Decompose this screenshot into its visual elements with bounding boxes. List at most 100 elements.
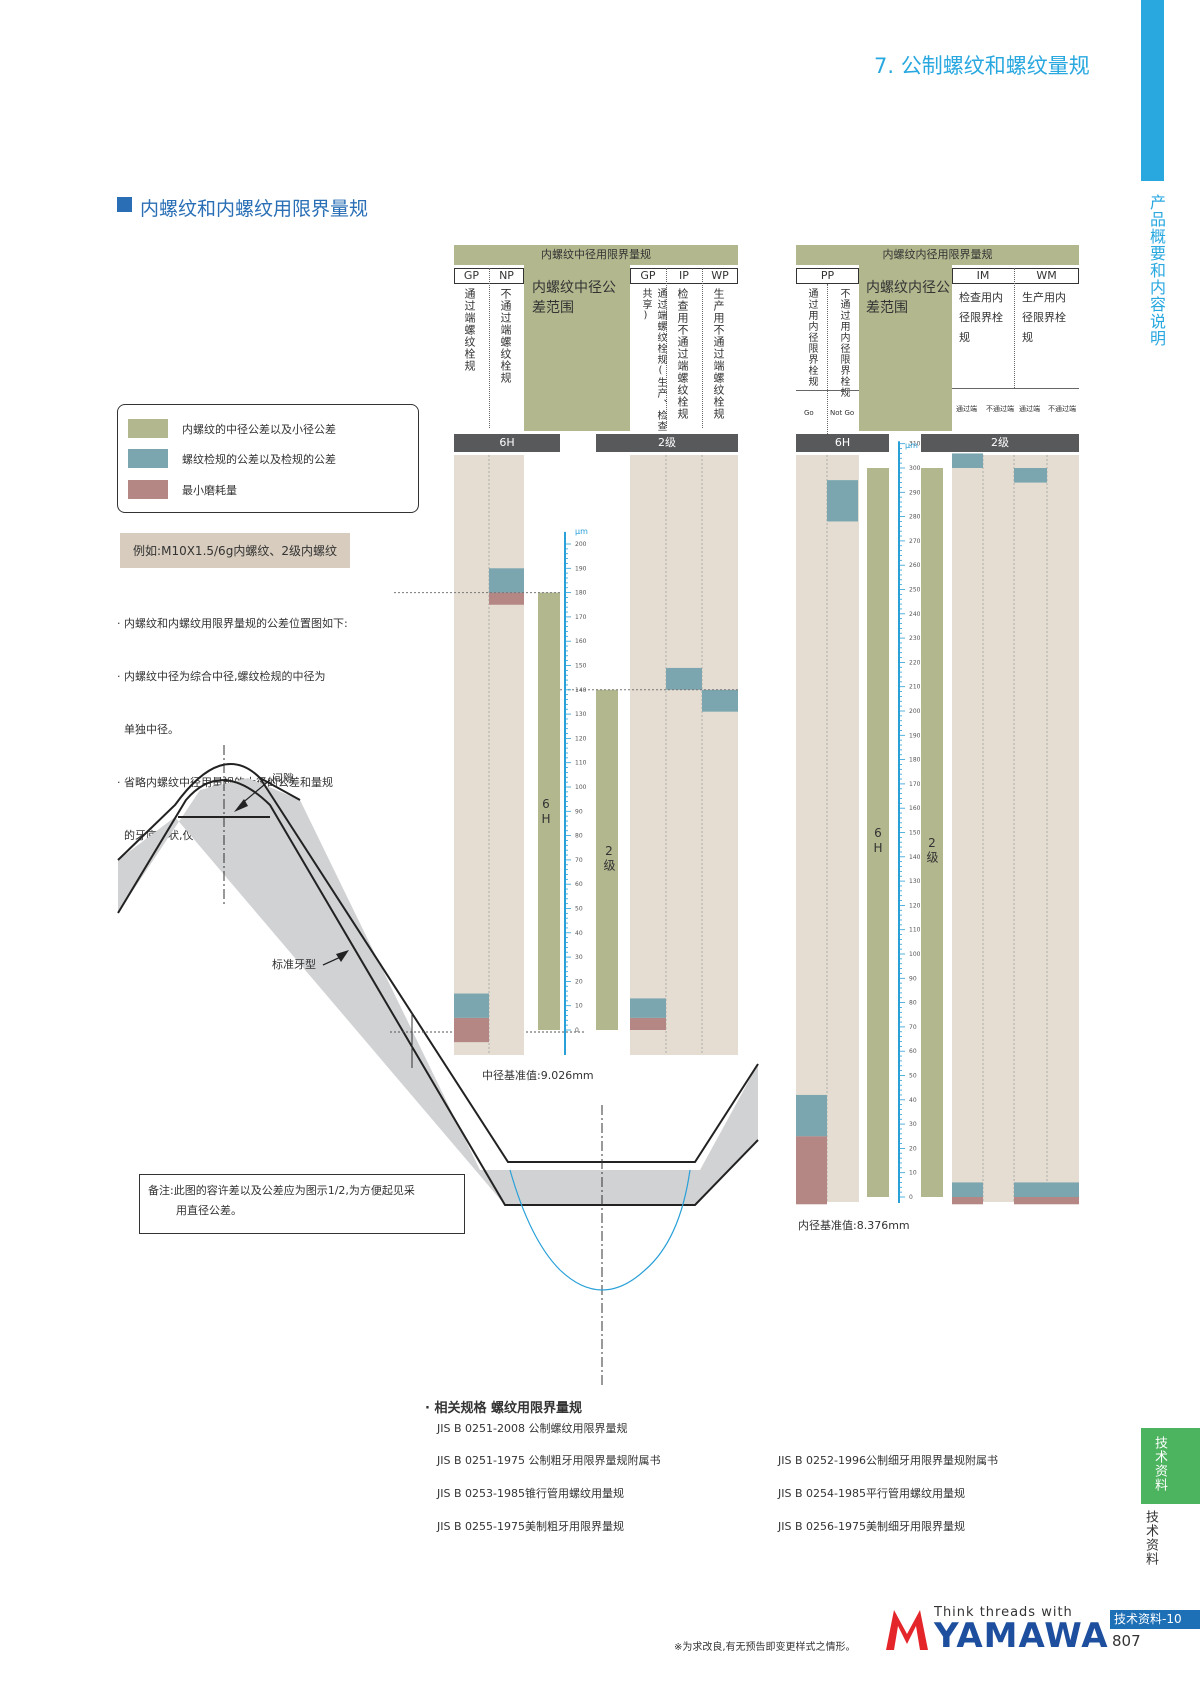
note-line: · 内螺纹中径为综合中径,螺纹检规的中径为 [117, 670, 326, 683]
chart2-bar1-label: 6H [871, 826, 885, 856]
chart2-tick-label: 50 [909, 1073, 917, 1080]
chart1-tick-label: 130 [575, 711, 587, 718]
remark-line1: 备注:此图的容许差以及公差应为图示1/2,为方便起见采 [148, 1184, 415, 1197]
chart2-bar2-label: 2级 [925, 836, 939, 864]
chart1-tick-label: 80 [575, 833, 583, 840]
chart2-tick-label: 220 [909, 659, 921, 666]
chart1-tick-label: 30 [575, 954, 583, 961]
chart2-notgo-desc: 不通过用内径限界栓规 [838, 288, 849, 398]
chart2-tick-label: 140 [909, 854, 921, 861]
chart2-tick-label: 250 [909, 587, 921, 594]
chart2-tick-label: 310 [909, 441, 921, 448]
chart2-wm-notgo: 不通过端 [1048, 405, 1076, 413]
chart2-divider [827, 284, 828, 434]
standard-right-2: JIS B 0256-1975美制细牙用限界量规 [778, 1520, 965, 1533]
chart2-im-notgo [952, 453, 983, 468]
chart2-im-go [952, 1182, 983, 1197]
section-title: 内螺纹和内螺纹用限界量规 [140, 198, 369, 220]
chart2-tick-label: 40 [909, 1097, 917, 1104]
chart2-tick-label: 150 [909, 830, 921, 837]
chart2-pp: PP [820, 269, 835, 282]
chart1-tick-label: 150 [575, 663, 587, 670]
legend-item-pitch: 内螺纹的中径公差以及小径公差 [128, 419, 336, 438]
chart2-range-label: 内螺纹内径公差范围 [866, 280, 950, 316]
footer-brand: YAMAWA [934, 1616, 1109, 1656]
chart1-tick-label: 200 [575, 541, 587, 548]
thread-outer-flank [117, 779, 759, 1206]
chart2-divider2 [1014, 268, 1015, 388]
thread-band [118, 778, 758, 1205]
chart1-base-label: 中径基准值:9.026mm [482, 1069, 594, 1082]
gap-label: 间隙 [272, 772, 294, 785]
chart2-wm-go-tol [1014, 1182, 1047, 1197]
chart2-tick-label: 240 [909, 611, 921, 618]
chart1-tick-label: 140 [575, 687, 587, 694]
chart2-im: IM [976, 269, 990, 282]
gap-arrow-icon [234, 799, 248, 812]
chart1-wp-tol [702, 689, 738, 712]
chart1-bar1-label: 6H [539, 797, 553, 827]
chapter-text: 公制螺纹和螺纹量规 [900, 54, 1090, 78]
chart1-divider3 [702, 268, 703, 428]
example-label: 例如:M10X1.5/6g内螺纹、2级内螺纹 [120, 533, 350, 568]
chart2-tick-label: 70 [909, 1024, 917, 1031]
chart1-ip-tol [666, 667, 702, 690]
yamawa-logo-icon [886, 1610, 928, 1650]
footer-tagline: Think threads with [934, 1605, 1073, 1620]
chart2-go-line [796, 390, 859, 391]
chart2-tick-label: 180 [909, 757, 921, 764]
chart2-tick-label: 300 [909, 465, 921, 472]
chart2-group-6h: 6H [796, 434, 889, 452]
profile-label: 标准牙型 [272, 958, 316, 971]
chart2-tick-label: 30 [909, 1121, 917, 1128]
chart1-range-label: 内螺纹中径公差范围 [532, 280, 616, 316]
chart2-wm-go [1047, 1182, 1079, 1197]
chart1-range-box [524, 265, 630, 431]
chart2-tick-label: 130 [909, 878, 921, 885]
note-line: · 内螺纹和内螺纹用限界量规的公差位置图如下: [117, 617, 348, 630]
chart2-wm-go: 通过端 [1019, 405, 1040, 413]
chart2-range-box [859, 265, 952, 431]
remark-line2: 用直径公差。 [176, 1204, 242, 1217]
profile-leader-end [322, 954, 346, 966]
standard-right-0: JIS B 0252-1996公制细牙用限界量规附属书 [778, 1454, 998, 1467]
chart1-ip-desc: 检查用不通过端螺纹栓规 [676, 288, 689, 420]
gauge-root-arc [509, 1169, 691, 1291]
chart2-im-desc: 检查用内径限界栓规 [959, 291, 1003, 344]
chart1-gp2-wear [630, 1017, 666, 1030]
chart1-col-gp2-ip-wp [630, 455, 738, 1055]
chart2-go-tol [796, 1094, 827, 1137]
chart2-tick-label: 210 [909, 684, 921, 691]
chart1-tick-label: 0 [575, 1027, 579, 1034]
footer-disclaimer: ※为求改良,有无预告即变更样式之情形。 [674, 1642, 856, 1653]
chart1-gp2: GP [640, 269, 656, 282]
chart1-bar-2 [596, 689, 618, 1030]
chart2-notgo: Not Go [830, 409, 855, 417]
thread-outer-line [117, 762, 301, 861]
legend-swatch-red [128, 480, 168, 499]
standards-title: · 相关规格 螺纹用限界量规 [425, 1401, 582, 1416]
chart1-tick-label: 190 [575, 565, 587, 572]
footer-page-tag: 技术资料-10 [1110, 1610, 1200, 1629]
chart2-sub-line [952, 388, 1079, 389]
chart2-wm-go-wear [1014, 1197, 1047, 1205]
chart1-header: 内螺纹中径用限界量规 [454, 245, 738, 265]
chart2-tick-label: 100 [909, 951, 921, 958]
chart1-gp2-box [630, 268, 738, 284]
chart2-im-go: 通过端 [956, 405, 977, 413]
chart1-wp: WP [711, 269, 729, 282]
chart1-wp-desc: 生产用不通过端螺纹栓规 [712, 288, 725, 420]
chart2-notgo-tol [827, 480, 858, 522]
chart1-bar2-label: 2级 [602, 844, 616, 872]
chart2-tick-label: 80 [909, 1000, 917, 1007]
chart2-header: 内螺纹内径用限界量规 [796, 245, 1079, 265]
chart1-tick-label: 90 [575, 808, 583, 815]
chart2-tick-label: 270 [909, 538, 921, 545]
chart1-gp-tol [454, 993, 489, 1018]
side-label-bottom: 技术资料 [1143, 1510, 1158, 1566]
chart1-tick-label: 120 [575, 735, 587, 742]
chart2-tick-label: 260 [909, 562, 921, 569]
standard-left-2: JIS B 0253-1985锥行管用螺纹用量规 [437, 1487, 624, 1500]
chart2-im-notgo: 不通过端 [986, 405, 1014, 413]
